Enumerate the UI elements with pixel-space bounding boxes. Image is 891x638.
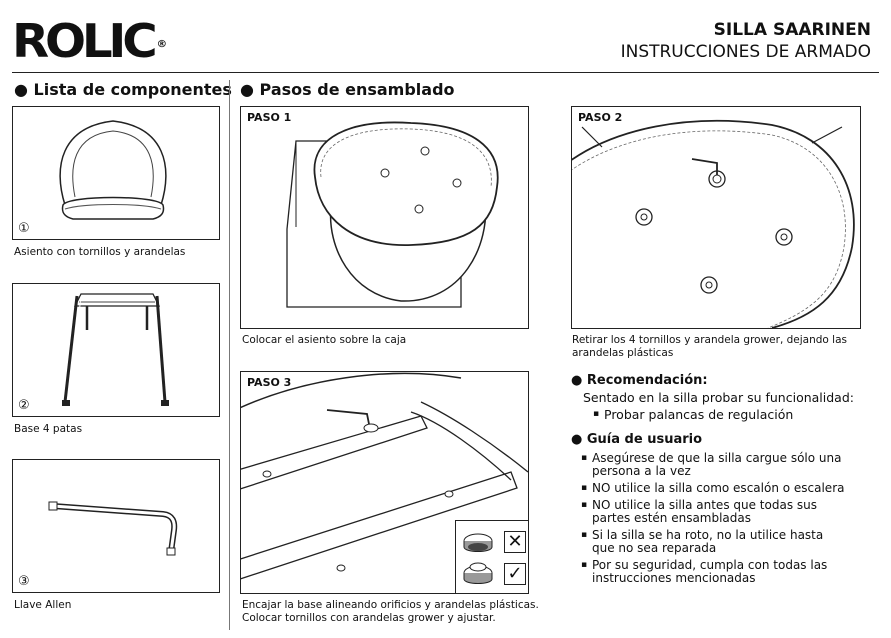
guide-item: Si la silla se ha roto, no la utilice ha…	[578, 529, 848, 555]
guide-item: Por su seguridad, cumpla con todas las i…	[578, 559, 848, 585]
step3-illustration	[241, 372, 528, 580]
washer-detail-inset: ✕ ✓	[455, 520, 528, 593]
header-divider	[12, 72, 879, 73]
component-allen-key-label: Llave Allen	[14, 599, 72, 611]
recommendation-text: Sentado en la silla probar su funcionali…	[583, 390, 854, 405]
component-base-panel: ②	[12, 283, 220, 417]
document-subtitle: INSTRUCCIONES DE ARMADO	[620, 42, 871, 62]
allen-key-illustration	[48, 501, 178, 556]
step3-panel: PASO 3 ✕ ✓	[240, 371, 529, 594]
column-divider	[229, 80, 230, 630]
washer-diagrams	[463, 533, 493, 584]
component-number: ②	[18, 398, 30, 413]
incorrect-x-icon: ✕	[504, 531, 526, 553]
component-seat-panel: ①	[12, 106, 220, 240]
guide-item: NO utilice la silla antes que todas sus …	[578, 499, 848, 525]
component-number: ③	[18, 574, 30, 589]
assembly-heading: ● Pasos de ensamblado	[240, 80, 455, 99]
document-title: SILLA SAARINEN	[713, 20, 871, 40]
step2-illustration	[572, 119, 855, 328]
step3-caption-line1: Encajar la base alineando orificios y ar…	[242, 599, 539, 611]
seat-illustration	[59, 120, 167, 220]
step2-panel: PASO 2	[571, 106, 861, 329]
guide-item: Asegúrese de que la silla cargue sólo un…	[578, 452, 848, 478]
step2-label: PASO 2	[578, 111, 623, 124]
component-base-label: Base 4 patas	[14, 423, 83, 435]
recommendation-bullet: Probar palancas de regulación	[590, 407, 793, 422]
components-heading: ● Lista de componentes	[14, 80, 232, 99]
recommendation-list: Probar palancas de regulación	[590, 407, 793, 426]
user-guide-heading: ● Guía de usuario	[571, 432, 703, 447]
step1-illustration	[286, 121, 499, 308]
guide-item: NO utilice la silla como escalón o escal…	[578, 482, 848, 496]
user-guide-list: Asegúrese de que la silla cargue sólo un…	[578, 452, 848, 589]
step3-caption-line2: Colocar tornillos con arandelas grower y…	[242, 612, 496, 624]
step1-caption: Colocar el asiento sobre la caja	[242, 334, 407, 346]
step2-caption: Retirar los 4 tornillos y arandela growe…	[572, 334, 848, 359]
step1-label: PASO 1	[247, 111, 292, 124]
correct-check-icon: ✓	[504, 563, 526, 585]
step3-label: PASO 3	[247, 376, 292, 389]
rolic-logo: ROLIC®	[12, 14, 168, 68]
component-allen-key-panel: ③	[12, 459, 220, 593]
base-illustration	[62, 293, 169, 406]
step1-panel: PASO 1	[240, 106, 529, 329]
recommendation-heading: ● Recomendación:	[571, 373, 708, 388]
component-seat-label: Asiento con tornillos y arandelas	[14, 246, 186, 258]
component-number: ①	[18, 221, 30, 236]
